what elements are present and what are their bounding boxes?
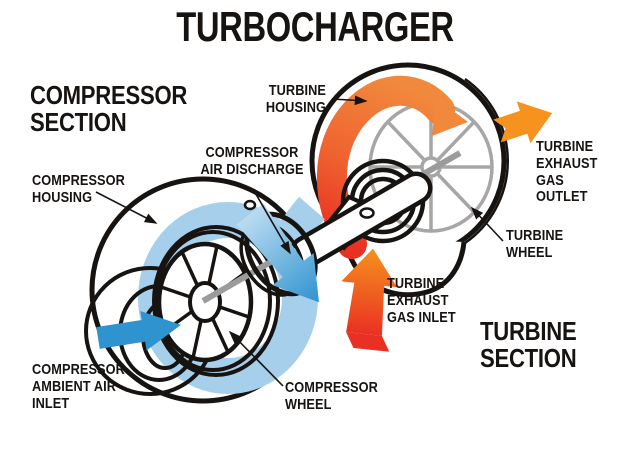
leader-turbine-housing <box>331 95 368 106</box>
flange-bolt-hole <box>243 199 257 211</box>
compressor-section-heading: COMPRESSOR SECTION <box>30 80 188 137</box>
turbine-section-heading: TURBINE SECTION <box>480 316 577 373</box>
flange-bolt-hole-2 <box>359 207 375 219</box>
label-compressor-ambient-air-inlet: COMPRESSOR AMBIENT AIR INLET <box>32 361 125 412</box>
leader-compressor-wheel <box>228 330 284 387</box>
label-turbine-exhaust-gas-outlet: TURBINE EXHAUST GAS OUTLET <box>536 138 598 206</box>
compressor-backplate <box>154 230 272 372</box>
shaft-tube <box>294 176 428 264</box>
exhaust-gas-outlet-arrow <box>493 101 553 144</box>
page-title: TURBOCHARGER <box>176 3 454 50</box>
label-compressor-air-discharge: COMPRESSOR AIR DISCHARGE <box>200 144 304 178</box>
label-turbine-exhaust-gas-inlet: TURBINE EXHAUST GAS INLET <box>387 275 456 326</box>
shaft-drawing <box>201 150 462 304</box>
label-turbine-wheel: TURBINE WHEEL <box>506 227 564 261</box>
leader-compressor-housing <box>95 191 158 224</box>
label-compressor-housing: COMPRESSOR HOUSING <box>32 172 125 206</box>
compressor-air-discharge-arrow <box>236 203 319 303</box>
exhaust-gas-inlet-arrow <box>341 248 398 352</box>
turbine-gas-flow-arrow <box>316 75 468 259</box>
label-compressor-wheel: COMPRESSOR WHEEL <box>285 379 378 413</box>
turbine-housing-double-edge <box>464 77 510 245</box>
leader-lines <box>95 95 504 387</box>
leader-turbine-wheel <box>470 206 504 242</box>
turbine-flow-arc <box>316 75 455 259</box>
label-turbine-housing: TURBINE HOUSING <box>265 82 326 116</box>
ambient-air-inlet-arrow <box>96 311 181 351</box>
leader-compressor-air-discharge <box>252 188 291 255</box>
turbine-flow-arrowhead <box>432 98 468 136</box>
